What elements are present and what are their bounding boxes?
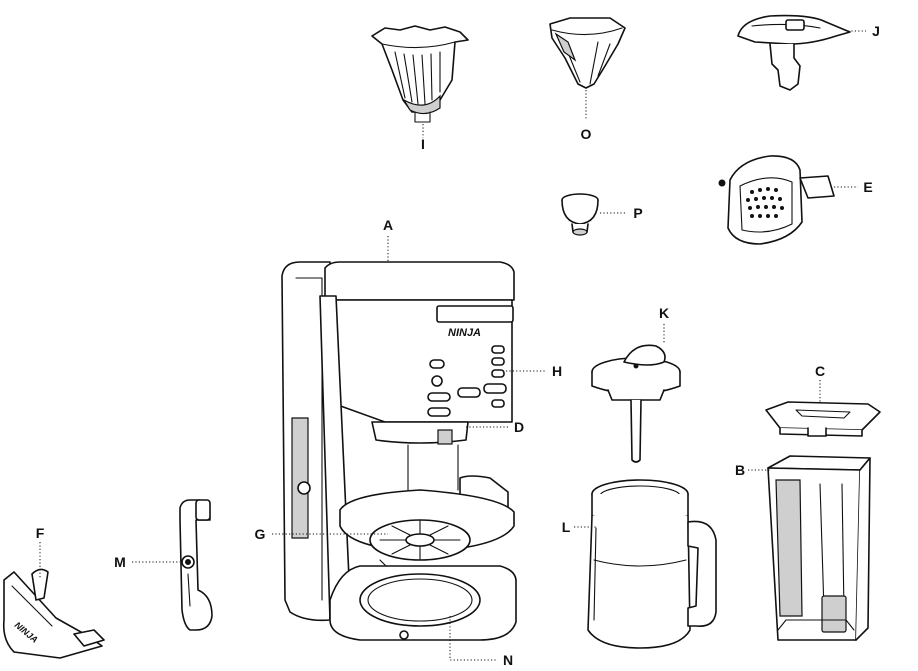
label-a: A (383, 217, 393, 233)
label-k: K (659, 305, 669, 321)
part-i-filter-basket (372, 26, 468, 122)
drip-tray-spokes (380, 520, 460, 560)
label-n: N (503, 652, 513, 668)
label-l: L (562, 519, 571, 535)
part-m-scoop (180, 500, 212, 630)
label-e: E (863, 179, 872, 195)
part-o-cone-filter (550, 18, 625, 88)
part-k-carafe-lid (592, 345, 680, 462)
part-l-carafe (588, 480, 716, 648)
label-m: M (114, 554, 126, 570)
part-p-stopper (562, 194, 598, 235)
label-g: G (255, 526, 266, 542)
part-j-holder (738, 16, 850, 90)
part-e-drip-lid (719, 156, 834, 244)
label-i: I (421, 136, 425, 152)
label-h: H (552, 363, 562, 379)
label-j: J (872, 23, 880, 39)
label-f: F (36, 525, 45, 541)
label-p: P (633, 205, 642, 221)
label-o: O (581, 126, 592, 142)
main-coffee-maker: NINJA (282, 262, 516, 640)
part-b-water-reservoir (768, 456, 870, 640)
label-b: B (735, 462, 745, 478)
brand-logo: NINJA (448, 327, 481, 339)
part-c-reservoir-lid (766, 402, 880, 436)
label-d: D (514, 419, 524, 435)
part-f-clip: NINJA (4, 569, 104, 658)
label-c: C (815, 363, 825, 379)
